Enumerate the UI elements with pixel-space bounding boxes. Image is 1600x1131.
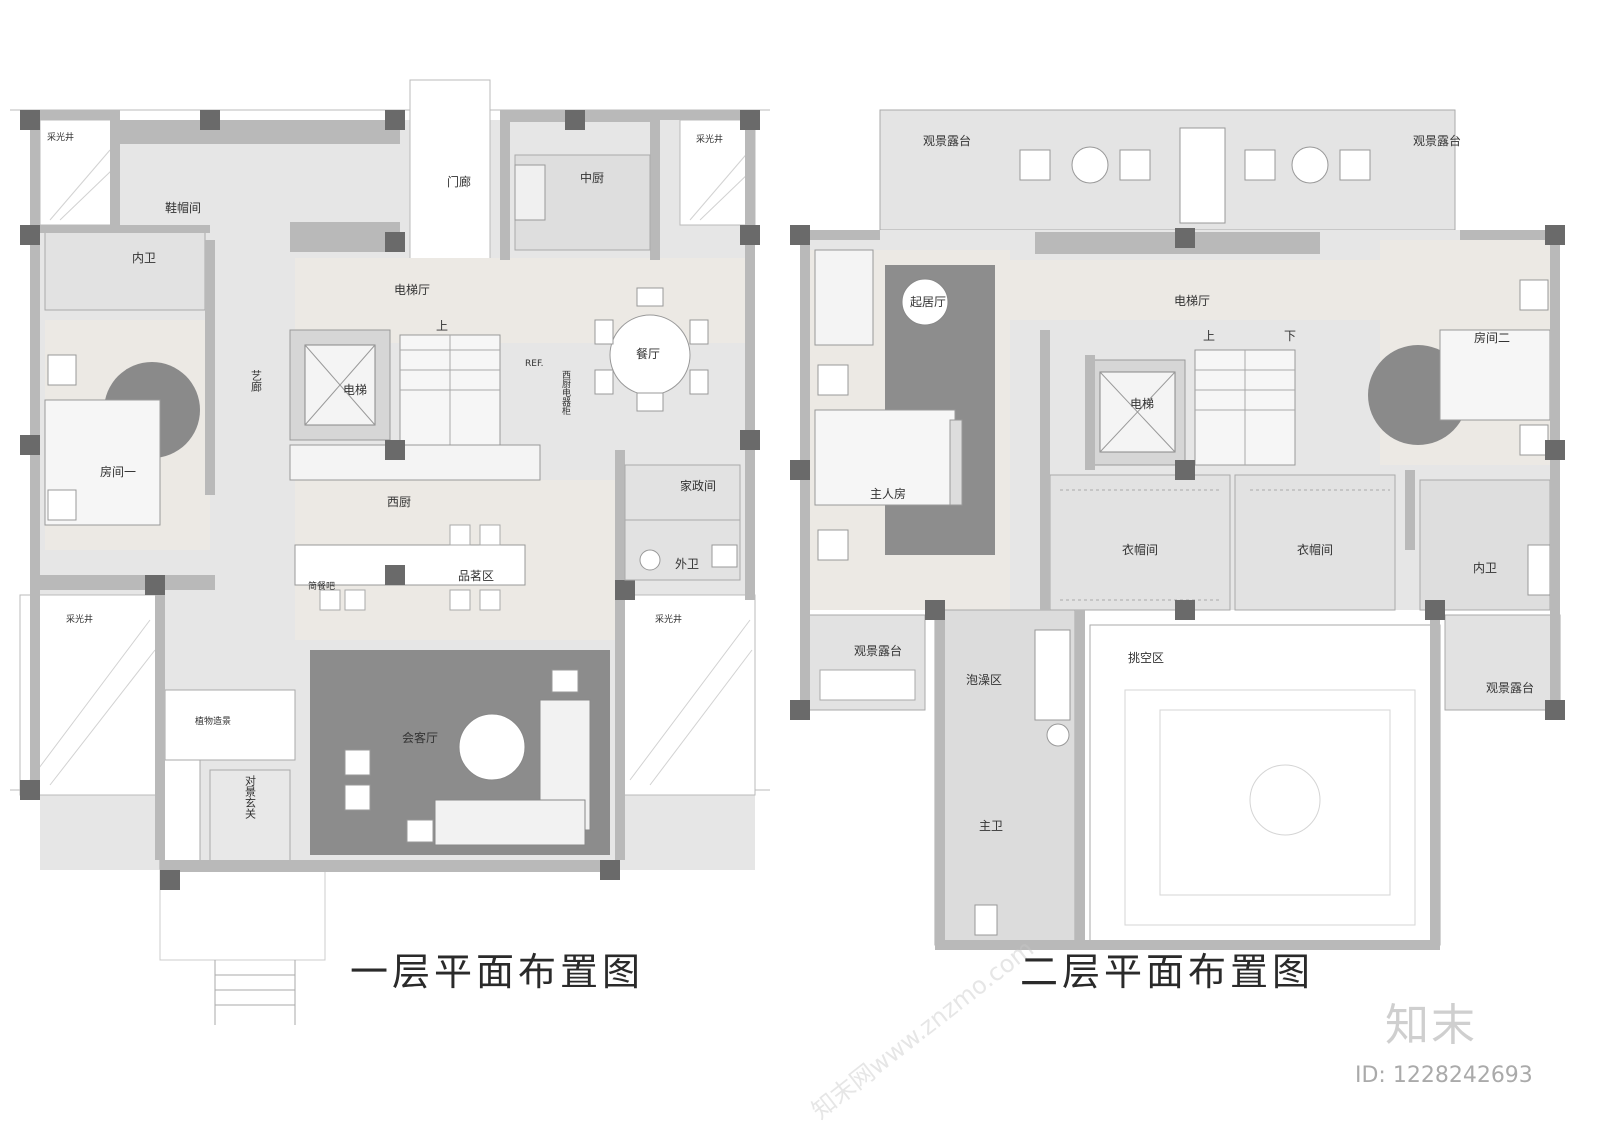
f1-label-room1: 房间一: [100, 464, 136, 479]
floor1-labels: 采光井 采光井 采光井 采光井 鞋帽间 门廊 中厨 内卫 电梯厅 上 电梯 RE…: [47, 131, 723, 820]
f2-label-master: 主人房: [870, 486, 906, 501]
f2-label-room2: 房间二: [1474, 330, 1510, 345]
f2-label-family-room: 起居厅: [910, 295, 946, 309]
f2-label-elevator-hall: 电梯厅: [1174, 294, 1210, 308]
f2-label-terrace-tr: 观景露台: [1413, 133, 1461, 148]
f1-label-laundry: 家政间: [680, 478, 716, 493]
f1-label-shoe-room: 鞋帽间: [165, 200, 201, 215]
f1-label-ref: REF.: [525, 359, 544, 369]
f1-label-skylight-tr: 采光井: [696, 133, 723, 145]
image-id: ID: 1228242693: [1355, 1063, 1533, 1088]
f2-label-bath-area: 泡澡区: [966, 673, 1002, 687]
floor2-plan: [790, 109, 1565, 950]
f1-label-skylight-tl: 采光井: [47, 131, 74, 143]
f2-label-closet1: 衣帽间: [1122, 542, 1158, 557]
f1-label-west-kitchen: 西厨: [387, 495, 411, 509]
f1-label-corridor: 艺廊: [250, 370, 263, 393]
f1-label-outer-bath: 外卫: [675, 557, 699, 571]
floor1-title: 一层平面布置图: [350, 950, 644, 994]
f1-label-inner-bath: 内卫: [132, 251, 156, 265]
f1-label-tea-area: 品茗区: [458, 569, 494, 583]
watermark-text: 知末网www.znzmo.com: [806, 934, 1039, 1124]
f1-label-foyer: 对景玄关: [244, 774, 257, 820]
f2-label-up: 上: [1203, 329, 1215, 343]
brand-logo: 知末: [1385, 1000, 1477, 1051]
f1-label-elevator: 电梯: [343, 383, 367, 397]
f1-label-porch: 门廊: [447, 174, 471, 189]
f2-label-terrace-bl: 观景露台: [854, 643, 902, 658]
f2-label-closet2: 衣帽间: [1297, 542, 1333, 557]
f1-label-skylight-bl: 采光井: [66, 613, 93, 625]
floor2-labels: 观景露台 观景露台 起居厅 电梯厅 上 下 房间二 电梯 主人房 衣帽间 衣帽间…: [854, 133, 1534, 833]
f2-label-elevator: 电梯: [1130, 397, 1154, 411]
f1-label-up: 上: [436, 319, 448, 333]
f2-label-master-bath: 主卫: [979, 819, 1003, 833]
f2-label-down: 下: [1284, 329, 1296, 343]
f1-label-living: 会客厅: [402, 730, 438, 745]
f1-label-plant: 植物造景: [195, 715, 231, 727]
f1-label-appliance-cabinet: 西厨电器柜: [560, 370, 571, 416]
f2-label-terrace-tl: 观景露台: [923, 133, 971, 148]
f1-label-mid-kitchen: 中厨: [580, 170, 604, 185]
floor1-plan: [10, 79, 770, 1025]
f1-label-bar: 简餐吧: [308, 580, 335, 592]
f1-label-skylight-br: 采光井: [655, 613, 682, 625]
f2-label-void: 挑空区: [1128, 651, 1164, 665]
f1-label-dining: 餐厅: [636, 346, 660, 361]
f2-label-inner-bath: 内卫: [1473, 561, 1497, 575]
f2-label-terrace-br: 观景露台: [1486, 680, 1534, 695]
floor2-title: 二层平面布置图: [1020, 950, 1314, 994]
f1-label-elevator-hall: 电梯厅: [394, 283, 430, 297]
